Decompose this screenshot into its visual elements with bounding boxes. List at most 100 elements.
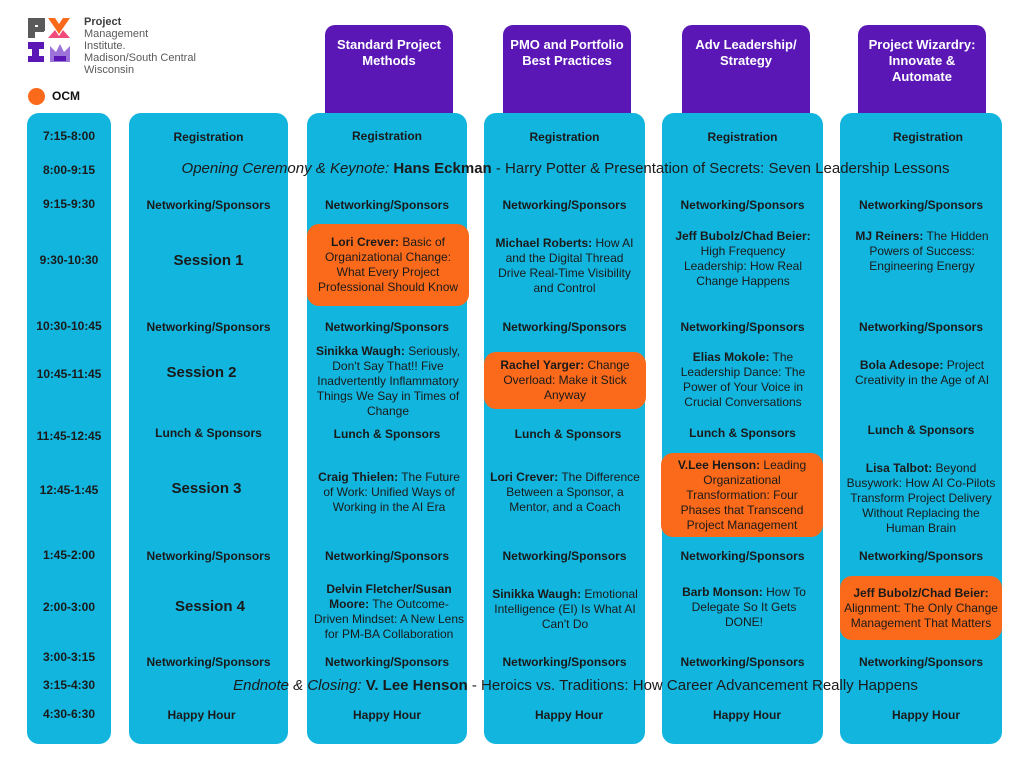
time-slot: 3:15-4:30 <box>42 677 96 692</box>
track-title-standard: Standard Project Methods <box>336 37 442 68</box>
talk-speaker: Lisa Talbot: <box>865 460 933 475</box>
track-title-leadership: Adv Leadership/ Strategy <box>695 37 797 68</box>
talk-card-s3-leadership[interactable]: V.Lee Henson: Leading Organizational Tra… <box>661 453 823 537</box>
org-name-line5: Wisconsin <box>84 64 135 76</box>
session-label-column <box>129 113 288 744</box>
talk-title: Change Overload: Make it Stick Anyway <box>503 358 630 402</box>
lunch-cell: Lunch & Sponsors <box>867 422 975 437</box>
ocm-legend-dot <box>28 88 45 105</box>
networking-cell: Networking/Sponsors <box>324 654 449 669</box>
time-slot: 3:00-3:15 <box>42 649 96 664</box>
networking-cell: Networking/Sponsors <box>858 197 983 212</box>
networking-cell: Networking/Sponsors <box>324 197 449 212</box>
networking-cell: Networking/Sponsors <box>502 654 627 669</box>
talk-speaker: V.Lee Henson: <box>677 457 761 472</box>
time-column <box>27 113 111 744</box>
opening-lead: Opening Ceremony & Keynote: <box>181 160 390 177</box>
networking-cell: Networking/Sponsors <box>146 197 271 212</box>
closing-speaker: V. Lee Henson <box>365 677 468 694</box>
happy-hour-cell: Happy Hour <box>167 707 236 722</box>
talk-speaker: Elias Mokole: <box>692 350 770 364</box>
track-header-wizardry: Project Wizardry: Innovate & Automate <box>858 25 986 117</box>
session-label: Session 1 <box>173 251 244 269</box>
talk-title: Seriously, Don't Say That!! Five Inadver… <box>316 343 461 418</box>
opening-keynote-banner: Opening Ceremony & Keynote: Hans Eckman … <box>129 160 1002 180</box>
talk-speaker: Jeff Bubolz/Chad Beier: <box>675 229 811 243</box>
org-name-line1: Project <box>84 16 122 28</box>
talk-card-s4-standard[interactable]: Delvin Fletcher/Susan Moore: The Outcome… <box>309 574 469 650</box>
networking-cell: Networking/Sponsors <box>502 548 627 563</box>
happy-hour-cell: Happy Hour <box>352 707 421 722</box>
talk-card-s1-standard[interactable]: Lori Crever: Basic of Organizational Cha… <box>307 224 469 306</box>
track-header-pmo: PMO and Portfolio Best Practices <box>503 25 631 117</box>
talk-card-s1-pmo[interactable]: Michael Roberts: How AI and the Digital … <box>486 226 643 306</box>
talk-title: The Hidden Powers of Success: Engineerin… <box>869 228 989 273</box>
networking-cell: Networking/Sponsors <box>324 319 449 334</box>
opening-speaker: Hans Eckman <box>393 160 492 177</box>
lunch-cell: Lunch & Sponsors <box>514 426 622 441</box>
talk-title: The Leadership Dance: The Power of Your … <box>680 350 806 409</box>
talk-speaker: Lori Crever: <box>490 469 559 484</box>
networking-cell: Networking/Sponsors <box>146 654 271 669</box>
org-name: Project Management Institute. Madison/So… <box>84 16 224 76</box>
track-header-leadership: Adv Leadership/ Strategy <box>682 25 810 117</box>
talk-speaker: Delvin Fletcher/Susan Moore: <box>326 582 452 611</box>
registration-cell: Registration <box>529 129 600 144</box>
happy-hour-cell: Happy Hour <box>712 707 781 722</box>
pmo-column <box>484 113 645 744</box>
session-label: Session 4 <box>174 597 246 615</box>
happy-hour-cell: Happy Hour <box>891 707 960 722</box>
track-title-wizardry: Project Wizardry: Innovate & Automate <box>868 37 976 84</box>
standard-column <box>307 113 467 744</box>
time-slot: 1:45-2:00 <box>42 547 96 562</box>
happy-hour-cell: Happy Hour <box>534 707 603 722</box>
talk-speaker: Craig Thielen: <box>318 469 399 484</box>
talk-card-s3-wizardry[interactable]: Lisa Talbot: Beyond Busywork: How AI Co-… <box>840 452 1002 544</box>
closing-lead: Endnote & Closing: <box>233 677 362 694</box>
talk-speaker: Sinikka Waugh: <box>492 586 582 601</box>
talk-speaker: Jeff Bubolz/Chad Beier: <box>853 585 989 600</box>
networking-cell: Networking/Sponsors <box>680 197 805 212</box>
networking-cell: Networking/Sponsors <box>502 319 627 334</box>
time-slot: 2:00-3:00 <box>42 599 96 614</box>
talk-card-s2-wizardry[interactable]: Bola Adesope: Project Creativity in the … <box>848 349 996 397</box>
talk-card-s2-pmo[interactable]: Rachel Yarger: Change Overload: Make it … <box>484 352 646 409</box>
pmi-logo-icon <box>28 18 70 62</box>
talk-card-s3-standard[interactable]: Craig Thielen: The Future of Work: Unifi… <box>309 460 469 524</box>
time-slot: 7:15-8:00 <box>42 128 96 143</box>
talk-card-s4-pmo[interactable]: Sinikka Waugh: Emotional Intelligence (E… <box>488 584 642 634</box>
ocm-legend-label: OCM <box>52 89 80 103</box>
talk-title: The Future of Work: Unified Ways of Work… <box>323 469 460 514</box>
talk-card-s3-pmo[interactable]: Lori Crever: The Difference Between a Sp… <box>484 460 646 524</box>
registration-cell: Registration <box>351 128 422 143</box>
talk-card-s1-leadership[interactable]: Jeff Bubolz/Chad Beier: High Frequency L… <box>666 226 820 292</box>
talk-speaker: Lori Crever: <box>330 235 399 249</box>
talk-card-s2-standard[interactable]: Sinikka Waugh: Seriously, Don't Say That… <box>307 343 469 419</box>
talk-card-s4-wizardry[interactable]: Jeff Bubolz/Chad Beier: Alignment: The O… <box>840 576 1002 640</box>
lunch-cell: Lunch & Sponsors <box>333 426 441 441</box>
track-header-standard: Standard Project Methods <box>325 25 453 117</box>
session-label: Session 2 <box>166 363 237 381</box>
talk-title: How To Delegate So It Gets DONE! <box>691 584 806 629</box>
time-slot: 9:15-9:30 <box>42 196 96 211</box>
talk-card-s2-leadership[interactable]: Elias Mokole: The Leadership Dance: The … <box>666 347 820 413</box>
time-slot: 12:45-1:45 <box>39 482 99 497</box>
talk-card-s4-leadership[interactable]: Barb Monson: How To Delegate So It Gets … <box>672 583 816 631</box>
networking-cell: Networking/Sponsors <box>680 319 805 334</box>
talk-speaker: Bola Adesope: <box>859 358 944 372</box>
talk-card-s1-wizardry[interactable]: MJ Reiners: The Hidden Powers of Success… <box>842 226 1002 276</box>
registration-cell: Registration <box>173 129 244 144</box>
talk-title: Beyond Busywork: How AI Co-Pilots Transf… <box>846 460 996 535</box>
closing-title: - Heroics vs. Traditions: How Career Adv… <box>467 677 918 694</box>
talk-speaker: Rachel Yarger: <box>500 358 585 372</box>
talk-title: Basic of Organizational Change: What Eve… <box>317 235 459 294</box>
talk-speaker: Michael Roberts: <box>495 236 593 250</box>
time-slot: 4:30-6:30 <box>42 706 96 721</box>
networking-cell: Networking/Sponsors <box>858 654 983 669</box>
time-slot: 10:30-10:45 <box>36 318 102 333</box>
talk-title: Emotional Intelligence (EI) Is What AI C… <box>494 586 638 631</box>
networking-cell: Networking/Sponsors <box>680 654 805 669</box>
org-name-line3: Institute. <box>84 40 126 52</box>
time-slot: 10:45-11:45 <box>36 366 102 381</box>
org-name-line2: Management <box>84 28 149 40</box>
